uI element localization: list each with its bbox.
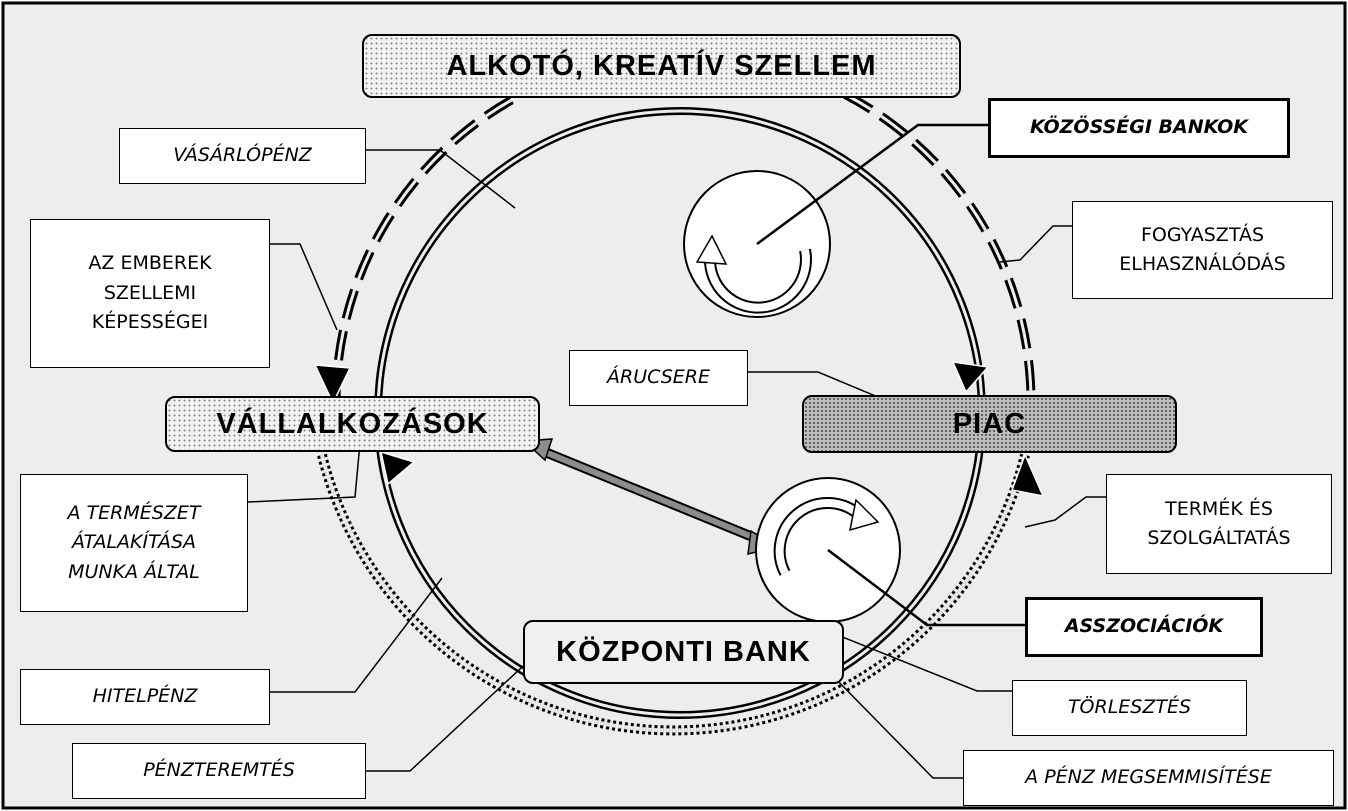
outer-dashed-arc-top	[331, 50, 1036, 403]
leader-money-destruction	[829, 672, 963, 779]
leader-consumption	[999, 225, 1072, 263]
leader-purchasing-money	[366, 149, 516, 209]
cycle-arrowheads	[313, 361, 1045, 498]
label-nature-transformation: A TERMÉSZET ÁTALAKÍTÁSA MUNKA ÁLTAL	[20, 474, 248, 612]
leader-credit-money	[270, 577, 443, 693]
label-community-banks: KÖZÖSSÉGI BANKOK	[988, 98, 1290, 158]
label-money-creation: PÉNZTEREMTÉS	[72, 743, 366, 799]
leader-products	[1024, 496, 1106, 528]
market-box: PIAC	[802, 395, 1177, 453]
leader-nature	[247, 442, 361, 503]
refresh-arrow-icon	[695, 234, 728, 265]
leader-lines	[247, 123, 1106, 779]
label-money-destruction: A PÉNZ MEGSEMMISÍTÉSE	[963, 750, 1334, 806]
label-products-services: TERMÉK ÉS SZOLGÁLTATÁS	[1106, 474, 1332, 574]
label-exchange: ÁRUCSERE	[569, 350, 748, 406]
arrow-into-market-bottom-icon	[1010, 453, 1045, 498]
arrow-into-market-icon	[951, 361, 990, 394]
spirit-box: ALKOTÓ, KREATÍV SZELLEM	[362, 34, 961, 98]
label-credit-money: HITELPÉNZ	[20, 669, 270, 725]
outer-dotted-arc-bottom	[317, 453, 1030, 736]
leader-community-banks	[756, 123, 988, 246]
central-bank-box: KÖZPONTI BANK	[523, 620, 844, 684]
label-repayment: TÖRLESZTÉS	[1012, 680, 1247, 736]
arrow-into-enterprises-top-icon	[313, 364, 352, 405]
enterprises-box: VÁLLALKOZÁSOK	[165, 396, 540, 452]
leader-mental-abilities	[270, 243, 338, 331]
leader-money-creation	[366, 629, 563, 772]
label-associations: ASSZOCIÁCIÓK	[1025, 597, 1263, 657]
arrow-into-enterprises-bottom-icon	[379, 450, 416, 486]
leader-associations	[827, 549, 1025, 627]
leader-repayment	[829, 631, 1012, 692]
label-purchasing-money: VÁSÁRLÓPÉNZ	[119, 128, 366, 184]
label-mental-abilities: AZ EMBEREK SZELLEMI KÉPESSÉGEI	[30, 219, 270, 368]
refresh-arrow-icon	[849, 498, 880, 532]
label-consumption: FOGYASZTÁS ELHASZNÁLÓDÁS	[1072, 201, 1333, 299]
